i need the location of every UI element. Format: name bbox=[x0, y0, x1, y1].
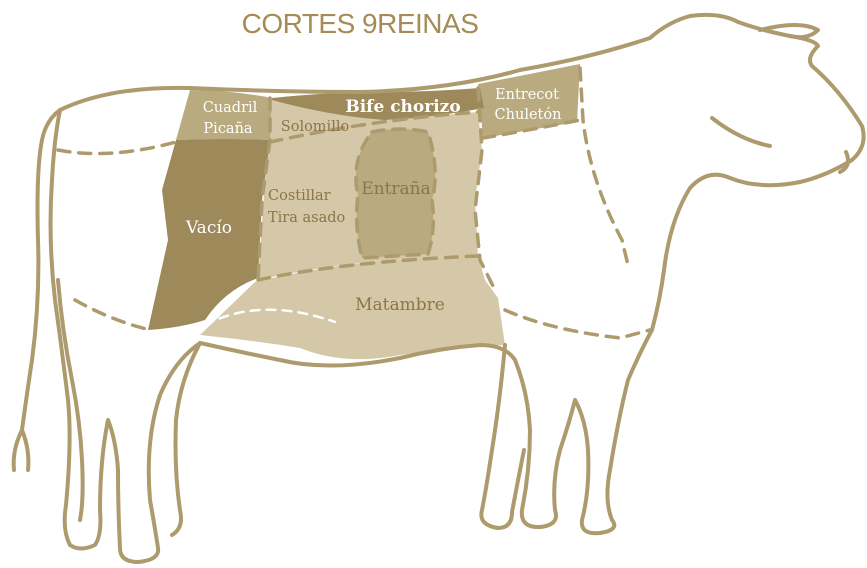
label-cuadril: Cuadril bbox=[203, 100, 258, 116]
label-matambre: Matambre bbox=[355, 295, 445, 315]
boundary-hind bbox=[75, 300, 150, 330]
cow-muzzle bbox=[840, 152, 848, 172]
label-costillar: Costillar bbox=[268, 188, 331, 204]
label-chuleton: Chuletón bbox=[495, 107, 562, 123]
label-picana: Picaña bbox=[203, 121, 252, 137]
label-entrecot: Entrecot bbox=[495, 87, 559, 103]
cow-cheek bbox=[712, 118, 770, 146]
diagram-title: CORTES 9REINAS bbox=[242, 8, 479, 39]
label-vacio: Vacío bbox=[185, 218, 232, 238]
cow-back-leg bbox=[58, 280, 83, 520]
label-bife-chorizo: Bife chorizo bbox=[345, 97, 460, 117]
cow-tail-tuft bbox=[14, 430, 29, 470]
cow-hind-inner bbox=[172, 343, 200, 535]
boundary-neck bbox=[580, 68, 628, 265]
label-tira-asado: Tira asado bbox=[268, 210, 345, 226]
boundary-brisket bbox=[505, 310, 650, 338]
label-entrana: Entraña bbox=[361, 179, 431, 199]
boundary-rump bbox=[58, 142, 176, 154]
label-solomillo: Solomillo bbox=[281, 119, 349, 135]
